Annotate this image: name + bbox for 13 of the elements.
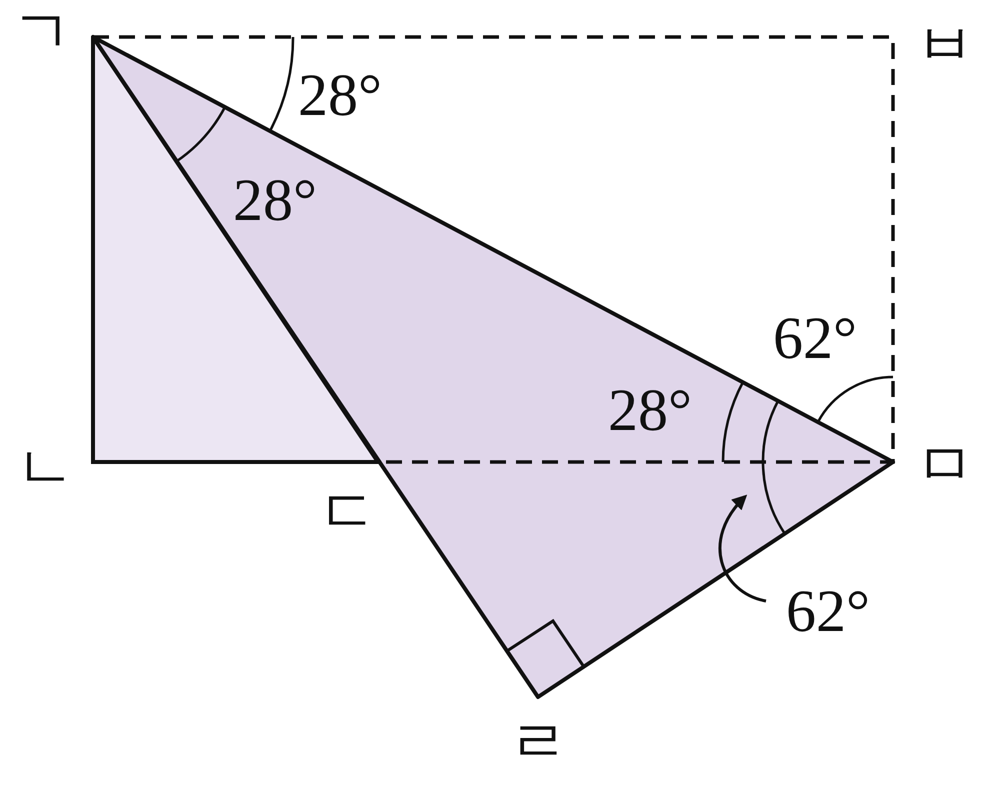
leader-arrow xyxy=(718,494,766,602)
point-label: ㄹ xyxy=(508,712,568,772)
point-label: 28° xyxy=(233,170,317,230)
point-label: 28° xyxy=(608,380,692,440)
point-label: ㄴ xyxy=(15,438,75,498)
point-label: ㄷ xyxy=(318,482,378,542)
point-label: ㄱ xyxy=(12,2,72,62)
point-label: ㅁ xyxy=(915,435,975,495)
point-label: ㅂ xyxy=(915,15,975,75)
point-label: 28° xyxy=(298,65,382,125)
angle-label: 62° xyxy=(786,581,870,641)
point-label: 62° xyxy=(773,308,857,368)
angle-arc xyxy=(762,400,786,535)
